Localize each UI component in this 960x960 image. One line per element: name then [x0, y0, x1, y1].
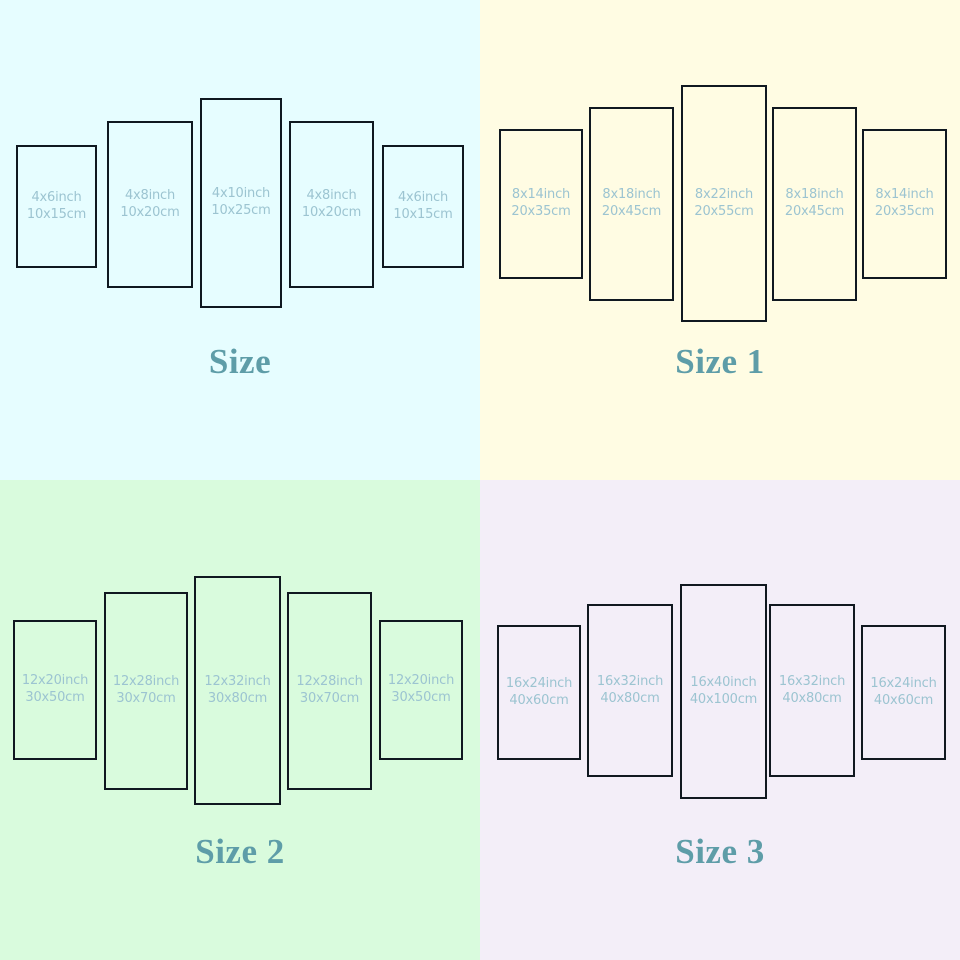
panel-dimension-cm: 10x20cm	[120, 204, 180, 220]
panel-dimension-cm: 30x70cm	[299, 691, 360, 706]
panel-dimension-cm: 40x100cm	[689, 691, 758, 707]
panel-dimension-cm: 30x50cm	[391, 690, 451, 705]
panel-dimension-cm: 10x25cm	[211, 203, 271, 218]
panel-dimension-inch: 8x22inch	[694, 186, 754, 202]
panel-dimension-cm: 10x15cm	[393, 206, 453, 222]
panel-dimension-cm: 10x15cm	[26, 206, 87, 222]
panel-dimension-inch: 16x24inch	[505, 675, 573, 691]
panel-dimension-inch: 12x28inch	[112, 674, 180, 690]
panel-dimension-cm: 40x80cm	[600, 690, 660, 706]
panel-dimension-inch: 12x20inch	[21, 673, 89, 689]
size-option-title: Size	[208, 342, 272, 381]
panel-dimension-inch: 16x32inch	[596, 673, 664, 689]
panel-dimension-inch: 12x32inch	[204, 673, 271, 689]
panel-dimension-inch: 12x28inch	[296, 674, 363, 690]
panel-dimension-inch: 4x8inch	[124, 187, 176, 203]
panel-dimension-cm: 20x35cm	[874, 204, 935, 219]
panel-dimension-cm: 30x50cm	[25, 690, 85, 705]
panel-dimension-inch: 16x24inch	[870, 675, 937, 691]
panel-dimension-inch: 4x8inch	[306, 187, 357, 203]
panel-dimension-cm: 30x70cm	[116, 691, 176, 706]
panel-dimension-inch: 8x14inch	[511, 187, 571, 203]
panel-dimension-inch: 4x6inch	[397, 189, 449, 205]
panel-dimension-inch: 4x10inch	[211, 186, 271, 202]
panel-dimension-cm: 20x35cm	[511, 204, 571, 219]
size-option-title: Size 2	[195, 832, 285, 871]
panel-dimension-cm: 40x60cm	[509, 692, 569, 708]
panel-dimension-cm: 20x55cm	[694, 203, 754, 219]
panel-dimension-inch: 16x32inch	[778, 673, 846, 689]
panel-dimension-cm: 40x60cm	[873, 692, 934, 708]
panel-dimension-cm: 20x45cm	[601, 204, 662, 219]
size-option-title: Size 3	[675, 832, 765, 871]
panel-dimension-cm: 10x20cm	[301, 204, 362, 220]
panel-dimension-inch: 8x18inch	[785, 187, 844, 203]
size-option-title: Size 1	[675, 342, 765, 381]
panel-dimension-inch: 4x6inch	[31, 189, 82, 205]
panel-dimension-inch: 8x14inch	[875, 187, 934, 203]
panel-dimension-cm: 30x80cm	[207, 690, 268, 706]
panel-dimension-cm: 40x80cm	[782, 690, 842, 706]
panel-dimension-inch: 12x20inch	[387, 673, 455, 689]
panel-dimension-inch: 8x18inch	[602, 187, 661, 203]
panel-dimension-inch: 16x40inch	[690, 674, 757, 690]
panel-dimension-cm: 20x45cm	[784, 204, 845, 219]
